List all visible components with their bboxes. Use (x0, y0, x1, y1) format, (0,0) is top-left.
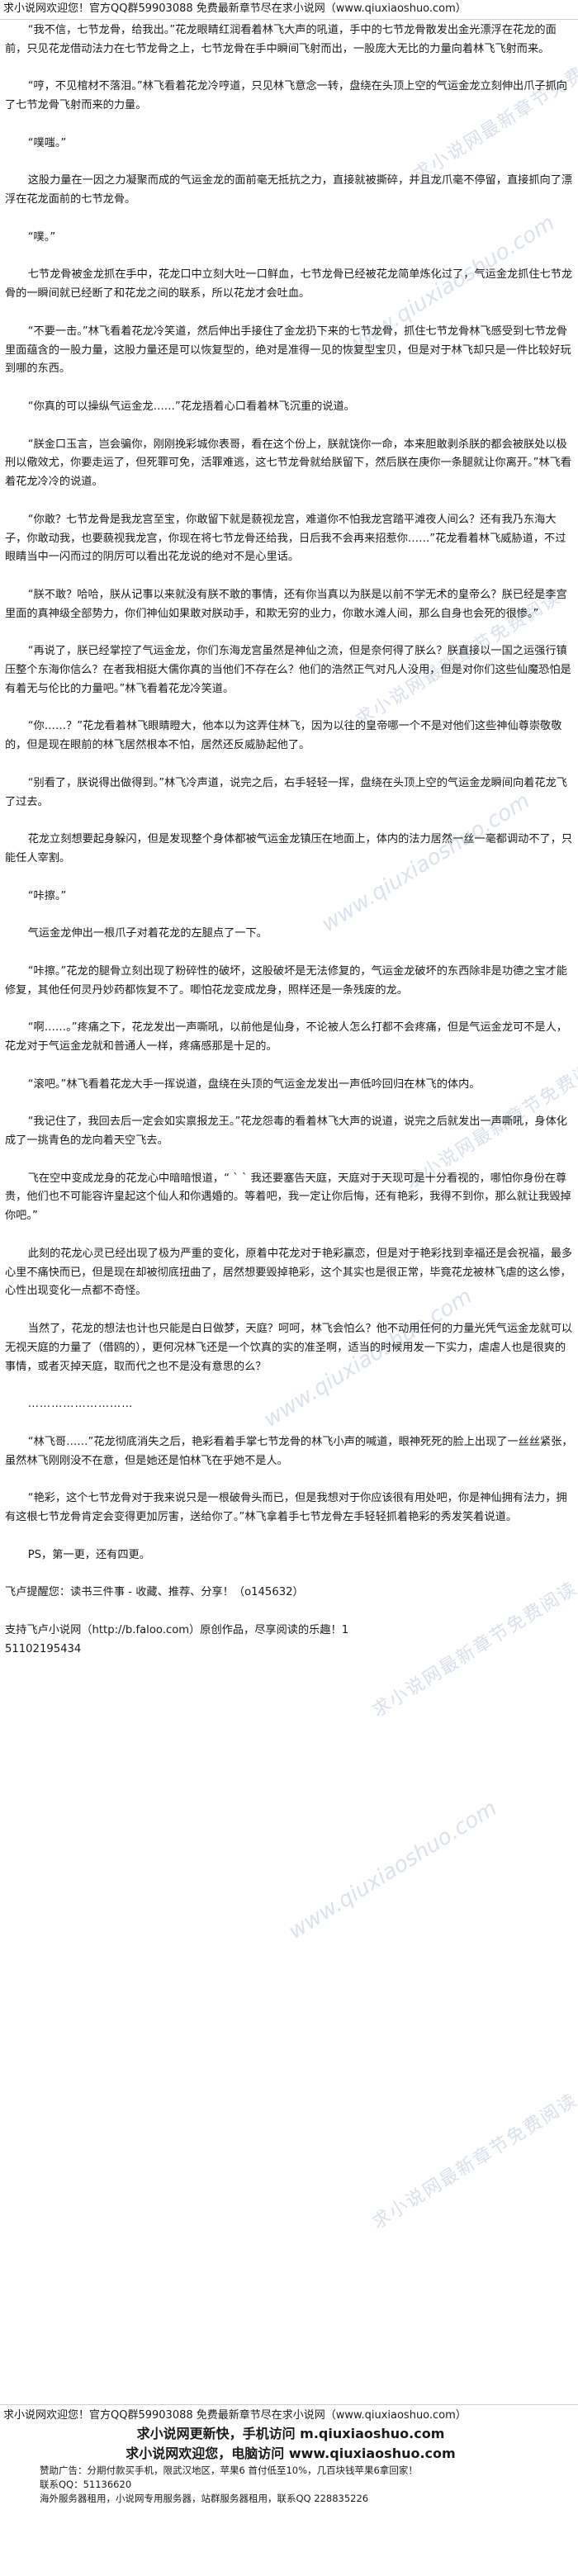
paragraph: “朕金口玉言，岂会骗你，刚刚挽彩城你表哥，看在这个份上，朕就饶你一命，本来胆敢剥… (5, 438, 571, 489)
paragraph: “你……？”花龙看着林飞眼睛瞪大，他本以为这弄住林飞，因为以往的皇帝哪一个不是对… (5, 720, 562, 752)
author-note: PS，第一更，还有四更。 (27, 1548, 150, 1561)
faloo-id: 51102195434 (5, 1642, 82, 1655)
faloo-support-link[interactable]: 支持飞卢小说网（http://b.faloo.com）原创作品，尽享阅读的乐趣！… (5, 1623, 349, 1636)
paragraph: 此刻的花龙心灵已经出现了极为严重的变化，原着中花龙对于艳彩赢恋，但是对于艳彩找到… (5, 1247, 573, 1298)
contact-qq: 联系QQ：51136620 (40, 2479, 132, 2490)
paragraph: 飞在空中变成龙身的花龙心中暗暗恨道，“ ` ` 我还要塞告天庭，天庭对于天现可是… (5, 1172, 571, 1223)
paragraph: 七节龙骨被金龙抓在手中，花龙口中立刻大吐一口鲜血，七节龙骨已经被花龙简单炼化过了… (5, 268, 573, 301)
paragraph: “别看了，朕说得出做得到。”林飞冷声道，说完之后，右手轻轻一挥，盘绕在头顶上空的… (5, 776, 567, 808)
server-ad[interactable]: 海外服务器租用，小说网专用服务器，站群服务器租用，联系QQ 228835226 (40, 2493, 369, 2504)
paragraph: 花龙立刻想要起身躲闪，但是发现整个身体都被气运金龙镇压在地面上，体内的法力居然一… (5, 833, 573, 865)
paragraph: “你真的可以操纵气运金龙……”花龙捂着心口看着林飞沉重的说道。 (27, 400, 355, 413)
paragraph: “咔擦。” (27, 889, 67, 902)
paragraph: “我记住了，我回去后一定会如实禀报龙王。”花龙怨毒的看着林飞大声的说道，说完之后… (5, 1115, 567, 1148)
paragraph: “林飞哥……”花龙彻底消失之后，艳彩看着手掌七节龙骨的林飞小声的喊道，眼神死死的… (5, 1435, 573, 1467)
paragraph: “再说了，朕已经掌控了气运金龙，你们东海龙宫虽然是神仙之流，但是奈何得了朕么？朕… (5, 645, 571, 695)
footer-divider (0, 2404, 578, 2405)
paragraph: “朕不敢？哈哈，朕从记事以来就没有朕不敢的事情，还有你当真以为朕是以前不学无术的… (5, 588, 567, 620)
paragraph: “咔擦。”花龙的腿骨立刻出现了粉碎性的破坏，这股破坏是无法修复的，气运金龙破坏的… (5, 964, 567, 997)
paragraph: “你敢？七节龙骨是我龙宫至宝，你敢留下就是藐视龙宫，难道你不怕我龙宫踏平滩夜人间… (5, 513, 566, 564)
mobile-access-link[interactable]: 求小说网更新快，手机访问 m.qiuxiaoshuo.com (136, 2426, 445, 2441)
desktop-access-link[interactable]: 求小说网欢迎您，电脑访问 www.qiuxiaoshuo.com (126, 2446, 456, 2461)
paragraph: 这股力量在一因之力凝聚而成的气运金龙的面前毫无抵抗之力，直接就被撕碎，并且龙爪毫… (5, 174, 573, 206)
paragraph: “噗嗤。” (27, 136, 67, 149)
sponsor-ad[interactable]: 赞助广告：分期付款买手机，限武汉地区，苹果6 首付低至10%，几百块钱苹果6拿回… (40, 2465, 418, 2476)
paragraph: “艳彩，这个七节龙骨对于我来说只是一根破骨头而已，但是我想对于你应该很有用处吧，… (5, 1492, 567, 1523)
section-divider: ……………………… (27, 1398, 134, 1411)
paragraph: 气运金龙伸出一根爪子对着花龙的左腿点了一下。 (27, 927, 268, 940)
paragraph: 当然了，花龙的想法也计也只能是白日做梦，天庭？呵呵，林飞会怕么？他不动用任何的力… (5, 1322, 573, 1373)
footer-welcome: 求小说网欢迎您！官方QQ群59903088 免费最新章节尽在求小说网（www.q… (3, 2409, 467, 2422)
paragraph: “滚吧。”林飞看着花龙大手一挥说道，盘绕在头顶的气运金龙发出一声低吟回归在林飞的… (27, 1077, 481, 1091)
chapter-body: “我不信，七节龙骨，给我出。”花龙眼睛红润看着林飞大声的吼道，手中的七节龙骨散发… (0, 21, 578, 2358)
faloo-reminder: 飞卢提醒您：读书三件事 - 收藏、推荐、分享！（o145632） (5, 1586, 304, 1599)
paragraph: “不要一击。”林飞看着花龙冷笑道，然后伸出手接住了金龙扔下来的七节龙骨，抓住七节… (5, 324, 571, 376)
site-footer: 求小说网欢迎您！官方QQ群59903088 免费最新章节尽在求小说网（www.q… (0, 2408, 578, 2576)
paragraph: “啊……。”疼痛之下，花龙发出一声嘶吼，以前他是仙身，不论被人怎么打都不会疼痛，… (5, 1021, 567, 1054)
site-header: 求小说网欢迎您！官方QQ群59903088 免费最新章节尽在求小说网（www.q… (3, 2, 467, 15)
header-divider (0, 19, 578, 20)
paragraph: “噗。” (27, 230, 56, 244)
paragraph: “哼，不见棺材不落泪。”林飞看着花龙冷哼道，只见林飞意念一转，盘绕在头顶上空的气… (5, 80, 567, 112)
paragraph: “我不信，七节龙骨，给我出。”花龙眼睛红润看着林飞大声的吼道，手中的七节龙骨散发… (5, 24, 557, 55)
